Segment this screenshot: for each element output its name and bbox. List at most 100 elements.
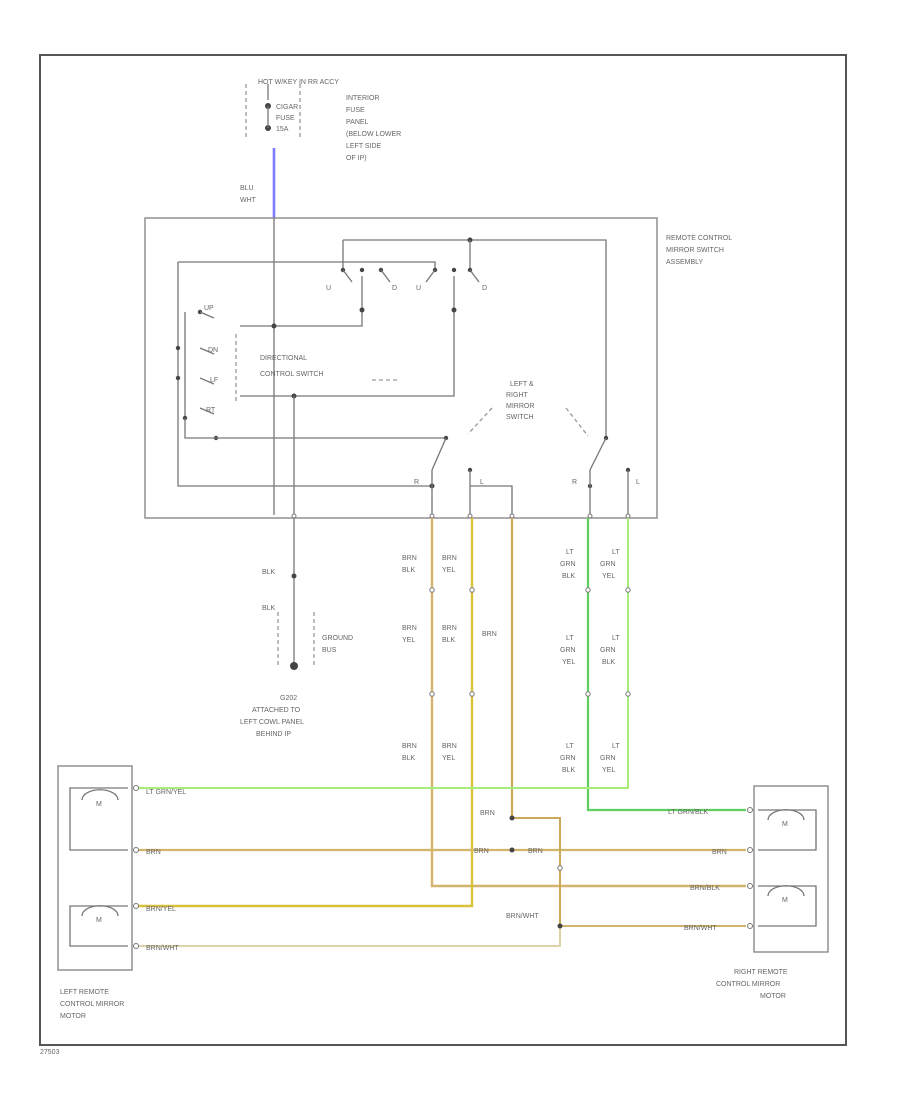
right-motor-symbol-1: M	[782, 821, 788, 828]
selector-letter-1: R	[414, 479, 419, 486]
wl-ltgrn-blk-3c: BLK	[562, 767, 576, 774]
wl-ltgrn-yel-2c: YEL	[562, 659, 575, 666]
wl-brn-yel-3a: BRN	[442, 743, 457, 750]
wl-ltgrn-yel-3b: GRN	[600, 755, 616, 762]
hl-brn-junction-right: BRN	[528, 848, 543, 855]
wl-brn-blk-1a: BRN	[402, 555, 417, 562]
wl-ltgrn-yel-3c: YEL	[602, 767, 615, 774]
wl-brn-yel-1b: YEL	[442, 567, 455, 574]
left-motor-label-3: MOTOR	[60, 1013, 86, 1020]
wl-brn: BRN	[482, 631, 497, 638]
ground-wire-upper: BLK	[262, 569, 276, 576]
ground-bus-label-1: GROUND	[322, 635, 353, 642]
hl-brn-wht-right: BRN/WHT	[684, 925, 717, 932]
directional-switch-label-2: CONTROL SWITCH	[260, 371, 324, 378]
wl-brn-yel-3b: YEL	[442, 755, 455, 762]
wl-ltgrn-yel-1a: LT	[612, 549, 620, 556]
ground-id: G202	[280, 695, 297, 702]
wl-brn-blk-1b: BLK	[402, 567, 416, 574]
fuse-location-3: PANEL	[346, 119, 369, 126]
wl-ltgrn-blk-2b: GRN	[600, 647, 616, 654]
contact-letter-4: D	[482, 285, 487, 292]
fuse-name-2: FUSE	[276, 115, 295, 122]
figure-id: 27503	[40, 1049, 60, 1056]
switch-assembly-name-3: ASSEMBLY	[666, 259, 704, 266]
wl-ltgrn-yel-1b: GRN	[600, 561, 616, 568]
hl-brn-yel: BRN/YEL	[146, 906, 176, 913]
wl-ltgrn-yel-2b: GRN	[560, 647, 576, 654]
fuse-block: HOT W/KEY IN RR ACCY CIGAR FUSE 15A INTE…	[245, 79, 401, 162]
selector-letter-3: R	[572, 479, 577, 486]
hl-brn-left: BRN	[146, 849, 161, 856]
wl-ltgrn-blk-1b: GRN	[560, 561, 576, 568]
wl-ltgrn-blk-1c: BLK	[562, 573, 576, 580]
left-motor-symbol-2: M	[96, 917, 102, 924]
wl-brn-yel-1a: BRN	[442, 555, 457, 562]
wl-ltgrn-blk-3a: LT	[566, 743, 574, 750]
selector-letter-4: L	[636, 479, 640, 486]
selector-letter-2: L	[480, 479, 484, 486]
hl-lt-grn-blk: LT GRN/BLK	[668, 809, 709, 816]
wl-ltgrn-blk-3b: GRN	[560, 755, 576, 762]
wl-ltgrn-blk-2a: LT	[612, 635, 620, 642]
wire-ltgrn-blk-run	[586, 518, 746, 812]
hl-brn-right: BRN	[712, 849, 727, 856]
side-letter-1: UP	[204, 305, 214, 312]
wl-ltgrn-blk-1a: LT	[566, 549, 574, 556]
hl-brn-wht-mid: BRN/WHT	[506, 913, 539, 920]
wl-ltgrn-yel-2a: LT	[566, 635, 574, 642]
fuse-name-3: 15A	[276, 126, 289, 133]
fuse-hot-label: HOT W/KEY IN RR ACCY	[258, 79, 339, 86]
feed-wire-label-2: WHT	[240, 197, 257, 204]
wl-brn-blk-3b: BLK	[402, 755, 416, 762]
wire-ltgrn-yel-run	[138, 518, 629, 789]
hl-lt-grn-yel: LT GRN/YEL	[146, 789, 186, 796]
diagram-frame	[39, 54, 847, 1046]
ground-circuit: BLK BLK GROUND BUS G202 ATTACHED TO LEFT…	[240, 518, 353, 738]
selector-switch-label-1: LEFT &	[510, 381, 534, 388]
hl-brn-wht-left: BRN/WHT	[146, 945, 179, 952]
wire-brn-yel-run	[138, 518, 474, 908]
right-motor-label-1: RIGHT REMOTE	[734, 969, 788, 976]
right-motor-label-2: CONTROL MIRROR	[716, 981, 780, 988]
contact-letter-1: U	[326, 285, 331, 292]
selector-switch-label-2: RIGHT	[506, 392, 529, 399]
right-mirror-motor: M M LT GRN/BLK BRN BRN/BLK BRN/WHT RIGHT…	[668, 785, 829, 1000]
switch-assembly: REMOTE CONTROL MIRROR SWITCH ASSEMBLY U …	[144, 217, 732, 519]
ground-location-1: ATTACHED TO	[252, 707, 301, 714]
ground-wire-lower: BLK	[262, 605, 276, 612]
side-letter-2: DN	[208, 347, 218, 354]
contact-letter-3: U	[416, 285, 421, 292]
wl-brn-blk-2b: BLK	[442, 637, 456, 644]
inline-connectors	[429, 587, 631, 697]
wire-color-labels: BRN BLK BRN YEL BRN YEL BRN BLK BRN BRN …	[402, 549, 620, 774]
ground-location-2: LEFT COWL PANEL	[240, 719, 304, 726]
fuse-location-1: INTERIOR	[346, 95, 379, 102]
hl-brn-junction-top: BRN	[480, 810, 495, 817]
wl-ltgrn-yel-3a: LT	[612, 743, 620, 750]
left-motor-symbol-1: M	[96, 801, 102, 808]
left-motor-label-2: CONTROL MIRROR	[60, 1001, 124, 1008]
switch-assembly-name-1: REMOTE CONTROL	[666, 235, 732, 242]
hl-brn-junction-mid: BRN	[474, 848, 489, 855]
side-letter-3: LF	[210, 377, 218, 384]
fuse-location-6: OF IP)	[346, 155, 367, 162]
left-motor-label-1: LEFT REMOTE	[60, 989, 109, 996]
fuse-name-1: CIGAR	[276, 104, 298, 111]
fuse-location-2: FUSE	[346, 107, 365, 114]
ground-location-3: BEHIND IP	[256, 731, 291, 738]
hl-brn-blk: BRN/BLK	[690, 885, 720, 892]
wl-brn-yel-2b: YEL	[402, 637, 415, 644]
feed-wire-label-1: BLU	[240, 185, 254, 192]
fuse-location-4: (BELOW LOWER	[346, 131, 401, 138]
wl-ltgrn-yel-1c: YEL	[602, 573, 615, 580]
left-mirror-motor: M M LT GRN/YEL BRN BRN/YEL BRN/WHT LEFT …	[57, 765, 186, 1020]
contact-letter-2: D	[392, 285, 397, 292]
switch-assembly-name-2: MIRROR SWITCH	[666, 247, 724, 254]
wire-brn-blk-run	[430, 518, 746, 888]
right-motor-symbol-2: M	[782, 897, 788, 904]
wl-brn-blk-2a: BRN	[442, 625, 457, 632]
selector-switch-label-3: MIRROR	[506, 403, 534, 410]
directional-switch-label-1: DIRECTIONAL	[260, 355, 307, 362]
